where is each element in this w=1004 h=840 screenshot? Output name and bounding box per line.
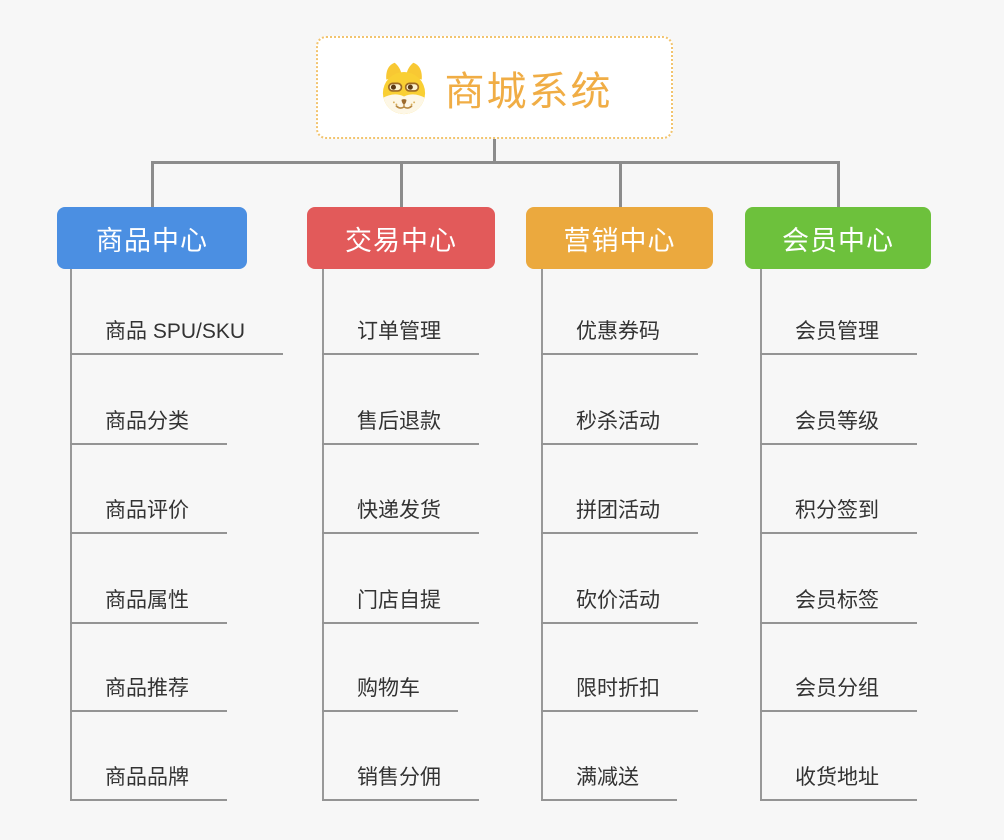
connector-line [619, 161, 622, 207]
branch-spine-line [760, 269, 762, 801]
branch-node-1[interactable]: 商品中心 [57, 207, 247, 269]
leaf-node[interactable]: 砍价活动 [541, 587, 698, 624]
branch-label: 商品中心 [96, 225, 208, 256]
leaf-node[interactable]: 商品品牌 [70, 764, 227, 801]
leaf-node[interactable]: 会员等级 [760, 408, 917, 445]
leaf-node[interactable]: 订单管理 [322, 318, 479, 355]
branch-node-4[interactable]: 会员中心 [745, 207, 931, 269]
branch-spine-line [70, 269, 72, 801]
connector-line [151, 161, 839, 164]
leaf-node[interactable]: 秒杀活动 [541, 408, 698, 445]
branch-node-2[interactable]: 交易中心 [307, 207, 495, 269]
connector-line [151, 161, 154, 207]
leaf-node[interactable]: 收货地址 [760, 764, 917, 801]
leaf-node[interactable]: 快递发货 [322, 497, 479, 534]
connector-line [493, 139, 496, 164]
leaf-node[interactable]: 商品属性 [70, 587, 227, 624]
leaf-node[interactable]: 满减送 [541, 764, 677, 801]
leaf-node[interactable]: 商品 SPU/SKU [70, 318, 284, 355]
leaf-node[interactable]: 售后退款 [322, 408, 479, 445]
leaf-node[interactable]: 会员标签 [760, 587, 917, 624]
leaf-node[interactable]: 限时折扣 [541, 675, 698, 712]
leaf-node[interactable]: 拼团活动 [541, 497, 698, 534]
branch-label: 会员中心 [782, 225, 894, 256]
doge-icon [377, 61, 431, 115]
branch-spine-line [541, 269, 543, 801]
connector-line [837, 161, 840, 207]
leaf-node[interactable]: 会员分组 [760, 675, 917, 712]
connector-line [400, 161, 403, 207]
leaf-node[interactable]: 商品分类 [70, 408, 227, 445]
root-node[interactable]: 商城系统 [316, 36, 673, 139]
branch-spine-line [322, 269, 324, 801]
leaf-node[interactable]: 优惠券码 [541, 318, 698, 355]
leaf-node[interactable]: 门店自提 [322, 587, 479, 624]
leaf-node[interactable]: 商品评价 [70, 497, 227, 534]
branch-node-3[interactable]: 营销中心 [526, 207, 713, 269]
leaf-node[interactable]: 积分签到 [760, 497, 917, 534]
branch-label: 营销中心 [563, 225, 676, 256]
leaf-node[interactable]: 销售分佣 [322, 764, 479, 801]
leaf-node[interactable]: 商品推荐 [70, 675, 227, 712]
branch-label: 交易中心 [345, 225, 457, 256]
leaf-node[interactable]: 购物车 [322, 675, 458, 712]
leaf-node[interactable]: 会员管理 [760, 318, 917, 355]
root-title: 商城系统 [444, 69, 613, 114]
